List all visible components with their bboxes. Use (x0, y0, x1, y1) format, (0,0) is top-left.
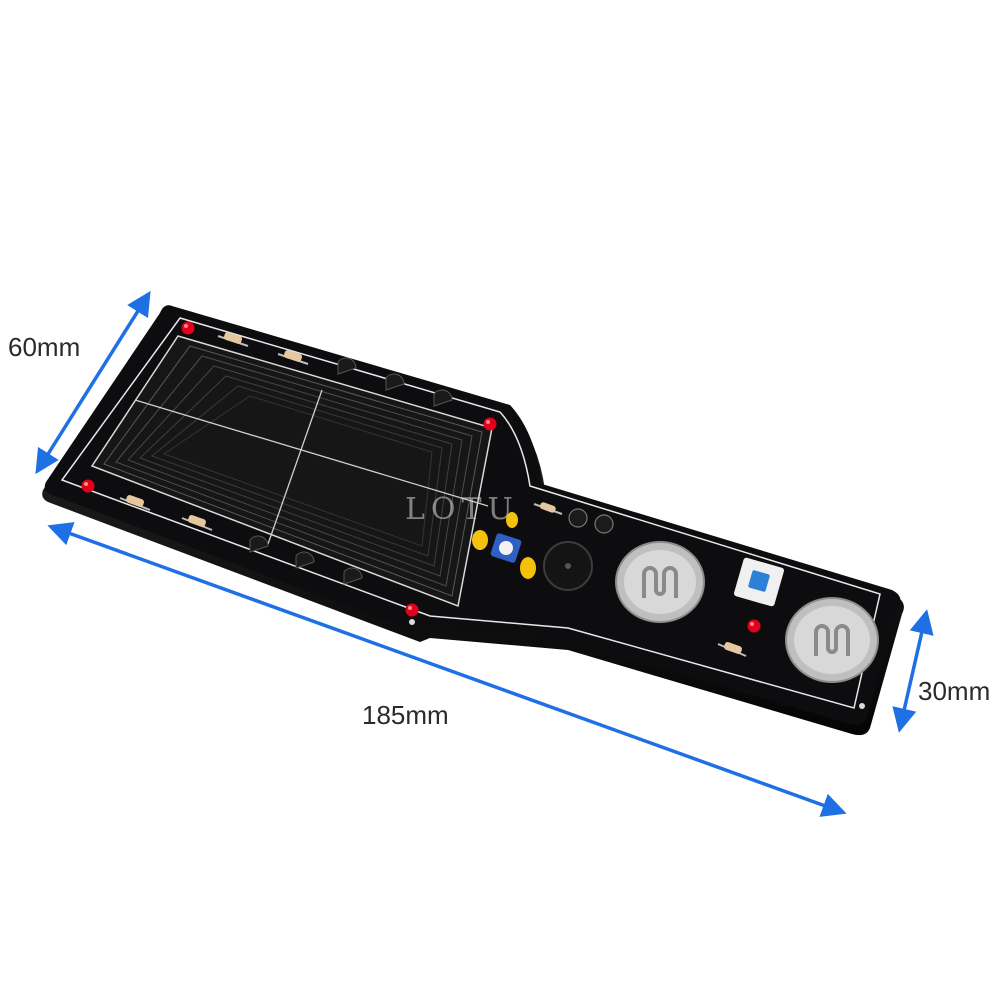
push-switch (734, 557, 784, 607)
trimmer-potentiometer (490, 533, 522, 563)
transistor (295, 551, 315, 569)
mounting-hole (859, 703, 865, 709)
transistor (433, 389, 453, 407)
electrolytic-capacitor (594, 514, 614, 534)
red-led (181, 321, 195, 335)
resistor (277, 350, 309, 365)
coin-cell-holder (785, 597, 879, 683)
height-dimension-label: 30mm (918, 676, 991, 706)
ceramic-capacitor (506, 512, 518, 528)
transistor (343, 567, 363, 585)
width-dimension-label: 60mm (8, 332, 81, 362)
silkscreen-outline (60, 317, 881, 709)
red-led (483, 417, 497, 431)
mounting-hole (409, 619, 415, 625)
resistor (119, 495, 151, 511)
coin-cell-holder (615, 541, 705, 623)
transistor (385, 373, 405, 391)
ceramic-capacitor (472, 530, 488, 550)
ceramic-capacitor (520, 557, 536, 579)
watermark: LOTU (405, 492, 519, 527)
resistor (217, 332, 249, 347)
width-arrow (35, 290, 151, 475)
height-arrow (892, 609, 934, 733)
resistor (533, 502, 563, 515)
electrolytic-capacitor (568, 508, 588, 528)
resistor (717, 642, 747, 657)
search-coil (90, 335, 493, 608)
transistor (337, 357, 357, 375)
red-led (81, 479, 95, 493)
transistor (249, 535, 269, 553)
length-dimension-label: 185mm (362, 700, 449, 730)
length-arrow (47, 522, 847, 817)
buzzer (543, 541, 593, 591)
red-led (405, 603, 419, 617)
resistor (181, 515, 213, 531)
red-led (747, 619, 761, 633)
